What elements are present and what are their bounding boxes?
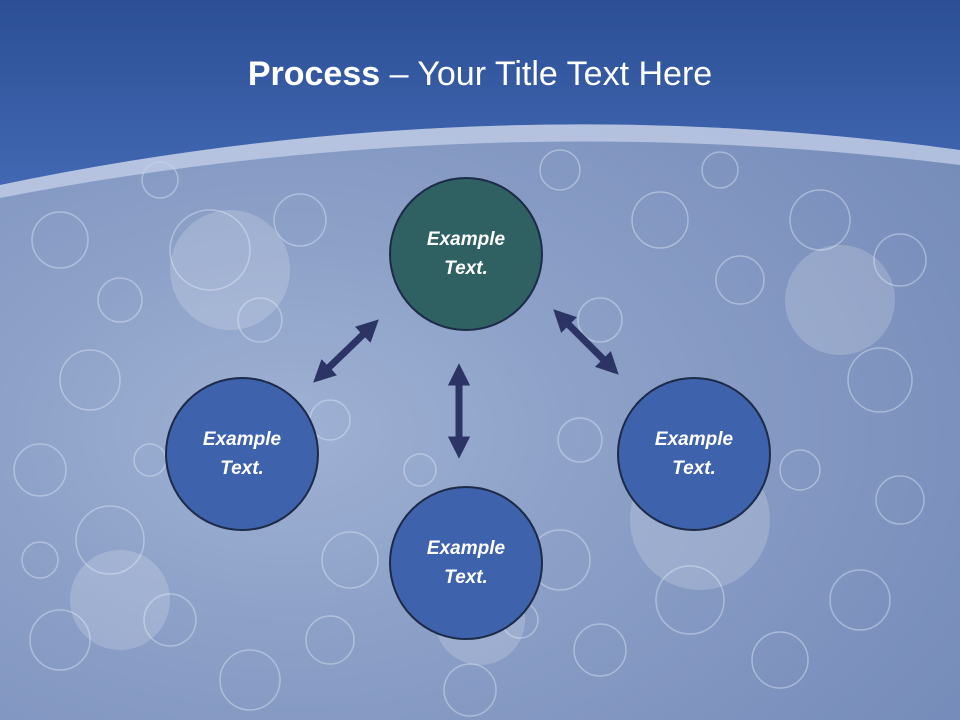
title-rest: – Your Title Text Here: [380, 55, 713, 93]
node-right-line1: Example: [654, 429, 734, 450]
node-top-line2: Text.: [444, 258, 488, 279]
node-top: Example Text.: [389, 177, 543, 331]
arrow-top-left: [313, 319, 379, 383]
node-top-line1: Example: [426, 229, 506, 250]
title-bold: Process: [247, 55, 381, 93]
node-bottom-line1: Example: [426, 538, 506, 559]
slide-title: Process – Your Title Text Here: [0, 52, 960, 96]
arrow-top-right: [553, 309, 619, 375]
node-right-line2: Text.: [672, 458, 716, 479]
node-bottom: Example Text.: [389, 486, 543, 640]
node-left: Example Text.: [165, 377, 319, 531]
node-bottom-line2: Text.: [444, 567, 488, 588]
node-left-line2: Text.: [220, 458, 264, 479]
node-right: Example Text.: [617, 377, 771, 531]
node-left-line1: Example: [202, 429, 282, 450]
